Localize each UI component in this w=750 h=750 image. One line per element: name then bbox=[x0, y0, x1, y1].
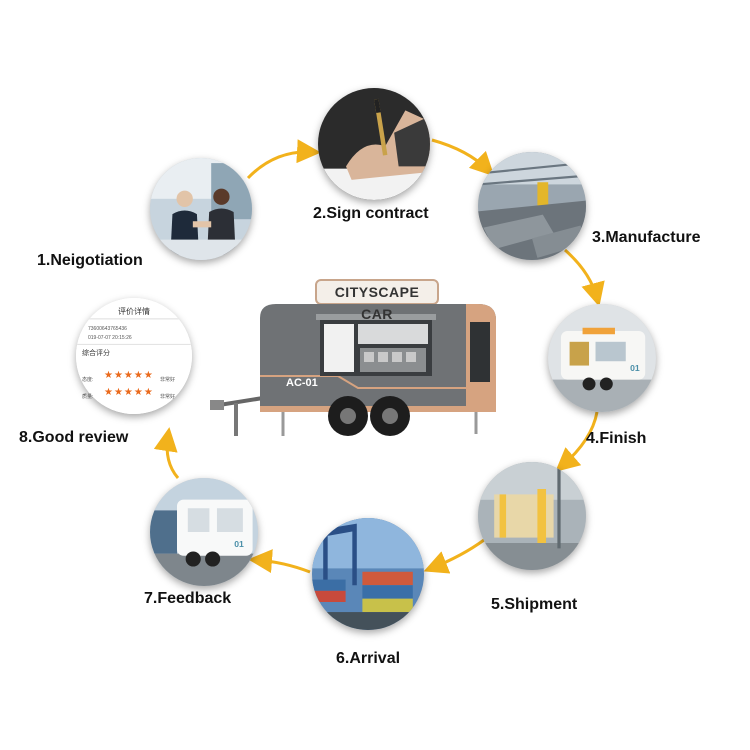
truck-sign-text: CITYSCAPE CAR bbox=[334, 284, 420, 322]
shipment-photo bbox=[478, 462, 586, 570]
food-truck-image bbox=[208, 278, 508, 443]
manufacture-photo bbox=[478, 152, 586, 260]
step-label-shipment: 5.Shipment bbox=[491, 596, 578, 613]
review-tag-row2: 非常好 bbox=[160, 394, 176, 400]
review-rating-label: 综合评分 bbox=[82, 350, 110, 357]
review-tag-row1: 非常好 bbox=[160, 377, 176, 383]
step-label-negotiation: 1.Neigotiation bbox=[37, 252, 143, 269]
arrow-2-to-3 bbox=[431, 138, 495, 177]
svg-text:01: 01 bbox=[234, 539, 244, 549]
svg-text:01: 01 bbox=[630, 363, 640, 373]
arrival-photo bbox=[312, 518, 424, 630]
review-date: 019-07-07 20:15:26 bbox=[88, 335, 132, 341]
negotiation-photo bbox=[150, 158, 252, 260]
review-stars-row1: ★★★★★ bbox=[104, 370, 154, 381]
review-stars-row2: ★★★★★ bbox=[104, 387, 154, 398]
step-label-good-review: 8.Good review bbox=[19, 429, 129, 446]
sign-contract-photo bbox=[318, 88, 430, 200]
arrow-4-to-5 bbox=[555, 411, 599, 472]
arrow-3-to-4 bbox=[564, 248, 605, 307]
finish-photo: 01 bbox=[548, 304, 656, 412]
review-title: 评价详情 bbox=[118, 307, 150, 316]
arrow-5-to-6 bbox=[423, 538, 485, 574]
review-row2-label: 质量: bbox=[82, 394, 94, 400]
step-label-finish: 4.Finish bbox=[586, 430, 647, 447]
review-row1-label: 态度: bbox=[82, 377, 94, 383]
step-label-feedback: 7.Feedback bbox=[144, 590, 232, 607]
step-label-arrival: 6.Arrival bbox=[336, 650, 401, 667]
review-order-id: 73600643765436 bbox=[88, 326, 127, 332]
step-label-manufacture: 3.Manufacture bbox=[592, 229, 701, 246]
step-label-sign-contract: 2.Sign contract bbox=[313, 205, 429, 222]
truck-model-text: AC-01 bbox=[286, 377, 318, 389]
good-review-photo bbox=[76, 298, 192, 414]
arrow-7-to-8 bbox=[153, 427, 180, 479]
arrow-6-to-7 bbox=[248, 549, 311, 574]
feedback-photo: 01 bbox=[150, 478, 258, 586]
arrow-1-to-2 bbox=[246, 139, 321, 180]
